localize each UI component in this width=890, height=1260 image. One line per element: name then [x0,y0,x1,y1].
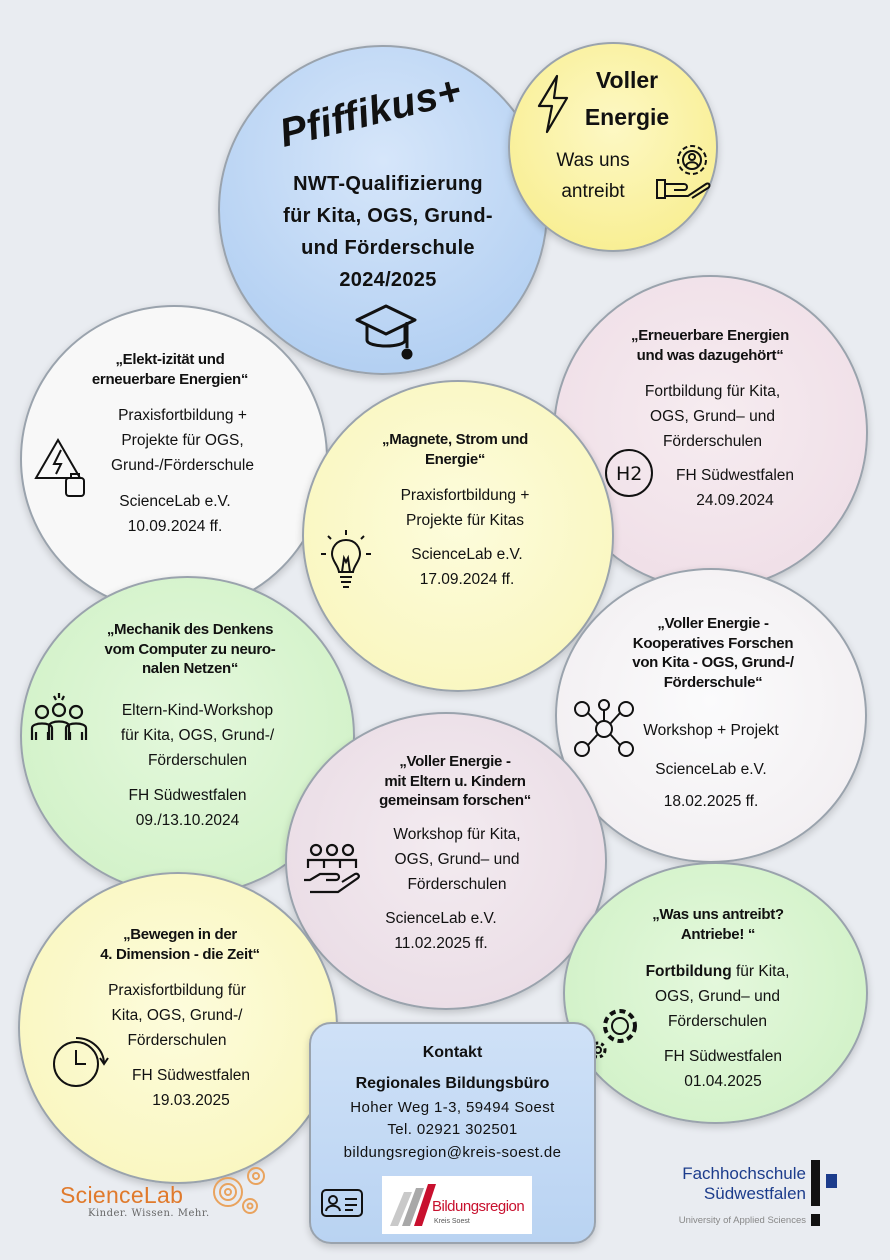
sciencelab-circles-icon [213,1167,265,1214]
event-elektrizitaet-org: ScienceLab e.V.10.09.2024 ff. [119,493,231,535]
event-antriebe-body-rest: für Kita, [731,963,790,980]
fh-name-line1: Fachhochschule [682,1164,806,1183]
high-voltage-battery-icon [34,436,90,498]
hero-circle [218,45,548,375]
event-magnete-circle [302,380,614,692]
people-hand-icon [302,842,362,896]
event-kooperatives-circle [555,568,867,863]
hydrogen-label: H2 [616,463,642,485]
hero-subtitle: NWT-Qualifizierung für Kita, OGS, Grund-… [283,173,493,291]
graduation-cap-icon [355,302,417,366]
hydrogen-icon: H2 [603,447,655,499]
contact-card-icon [320,1188,364,1218]
fh-suedwestfalen-logo: Fachhochschule Südwestfalen University o… [648,1160,848,1232]
sciencelab-logo: ScienceLab Kinder. Wissen. Mehr. [58,1160,268,1222]
event-magnete-org: ScienceLab e.V.17.09.2024 ff. [411,546,523,588]
bildungsregion-mark [390,1184,436,1226]
network-people-icon [572,697,636,761]
fh-blue-square [826,1174,837,1188]
clock-icon [50,1032,110,1090]
lightning-icon [535,74,571,134]
fh-exclamation-dot [811,1214,820,1226]
bildungsregion-sub: Kreis Soest [434,1218,470,1225]
contact-email[interactable]: bildungsregion@kreis-soest.de [343,1144,562,1161]
energy-subtitle: Was uns antreibt [556,150,630,203]
event-antriebe-circle [563,862,868,1124]
fh-name-line2: Südwestfalen [703,1184,806,1203]
contact-phone: Tel. 02921 302501 [387,1121,518,1138]
fh-name-line3: University of Applied Sciences [678,1215,806,1226]
event-elektrizitaet-circle [20,305,328,613]
contact-heading: Kontakt [422,1044,483,1061]
event-kooperatives-body: Workshop + Projekt [643,722,779,739]
lightbulb-icon [318,528,374,590]
contact-address: Hoher Weg 1-3, 59494 Soest [350,1099,555,1116]
fh-exclamation-bar [811,1160,820,1206]
family-group-icon [30,690,88,746]
sciencelab-name: ScienceLab [60,1182,184,1208]
sciencelab-tagline: Kinder. Wissen. Mehr. [88,1208,210,1219]
energy-title: Voller Energie [584,67,670,130]
bildungsregion-logo: Bildungsregion Kreis Soest [382,1176,532,1234]
energy-badge [508,42,718,252]
bildungsregion-text: Bildungsregion [432,1198,525,1215]
event-magnete-body: Praxisfortbildung +Projekte für Kitas [400,487,530,529]
contact-office: Regionales Bildungsbüro [355,1075,550,1092]
event-bewegen-circle [18,872,338,1184]
event-kooperatives-org: ScienceLab e.V.18.02.2025 ff. [655,761,767,810]
event-elektrizitaet-body: Praxisfortbildung +Projekte für OGS,Grun… [110,407,254,474]
event-antriebe-title: „Was uns antreibt?Antriebe! “ [652,906,784,943]
event-eltern-org: ScienceLab e.V.11.02.2025 ff. [385,910,497,952]
event-antriebe-body-bold: Fortbildung [645,963,732,980]
gears-icon [588,1004,640,1064]
gear-person-hand-icon [654,140,714,202]
